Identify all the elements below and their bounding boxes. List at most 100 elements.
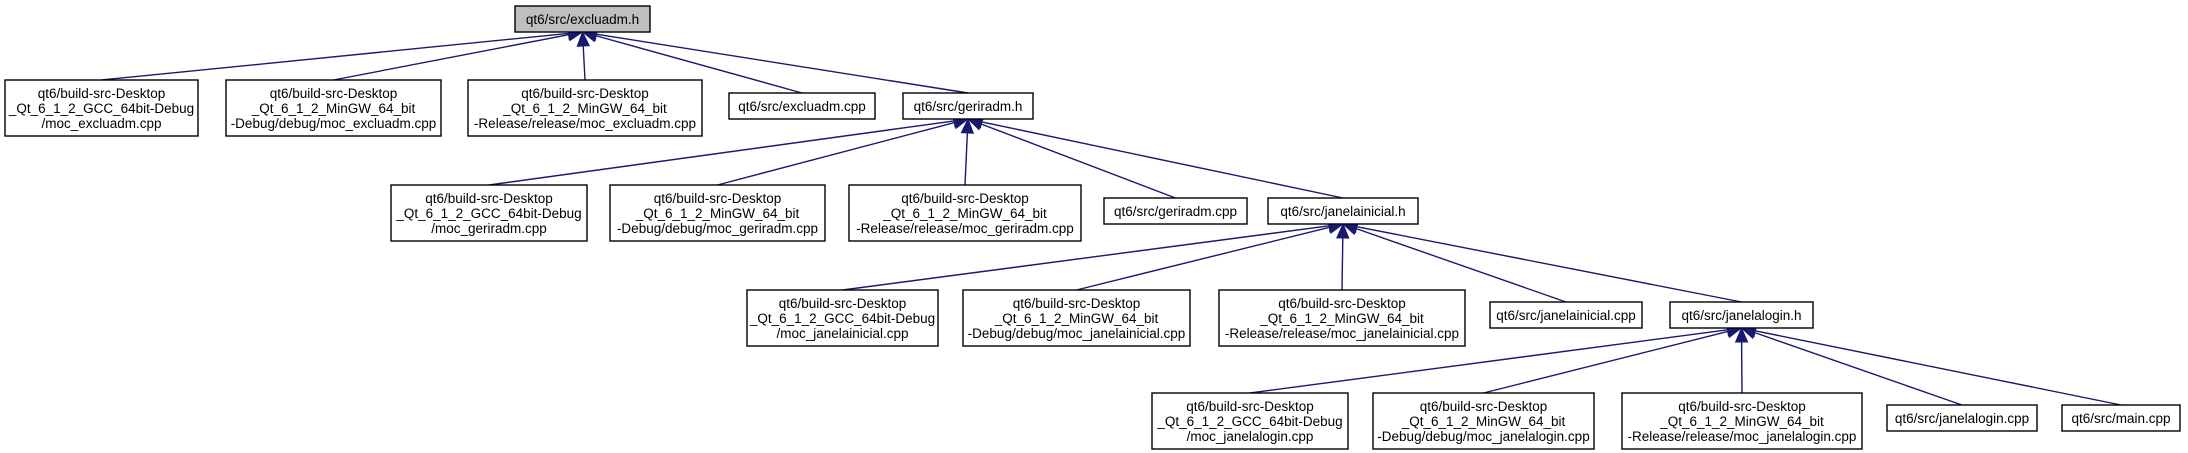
node-moc-excluadm-mingw-dbg[interactable]: qt6/build-src-Desktop_Qt_6_1_2_MinGW_64_… <box>225 79 442 137</box>
node-label-line: qt6/build-src-Desktop <box>1678 399 1806 414</box>
edges-layer <box>101 26 2122 406</box>
node-moc-excluadm-gcc[interactable]: qt6/build-src-Desktop_Qt_6_1_2_GCC_64bit… <box>4 79 199 137</box>
edge-janelainicial_cpp-to-janelainicial_h <box>1355 227 1567 303</box>
node-label-line: _Qt_6_1_2_MinGW_64_bit <box>502 101 667 116</box>
node-label-line: qt6/build-src-Desktop <box>521 86 649 101</box>
node-janelalogin-h[interactable]: qt6/src/janelalogin.h <box>1669 301 1814 329</box>
node-label-line: qt6/src/janelainicial.cpp <box>1496 308 1636 323</box>
edge-moc_geriradm_gcc-to-geriradm_h <box>488 120 955 186</box>
edge-moc_geriradm_mingw_dbg-to-geriradm_h <box>717 121 955 186</box>
node-excluadm-cpp[interactable]: qt6/src/excluadm.cpp <box>728 92 876 120</box>
node-label-line: qt6/build-src-Desktop <box>779 296 907 311</box>
node-geriradm-cpp[interactable]: qt6/src/geriradm.cpp <box>1103 197 1248 225</box>
node-moc-geriradm-gcc[interactable]: qt6/build-src-Desktop_Qt_6_1_2_GCC_64bit… <box>390 184 588 242</box>
node-box[interactable] <box>1218 289 1466 347</box>
node-box[interactable] <box>514 5 651 33</box>
node-box[interactable] <box>902 92 1034 120</box>
node-box[interactable] <box>4 79 199 137</box>
node-moc-excluadm-mingw-rel[interactable]: qt6/build-src-Desktop_Qt_6_1_2_MinGW_64_… <box>467 79 703 137</box>
node-box[interactable] <box>962 289 1191 347</box>
edge-moc_janelainicial_mingw_dbg-to-janelainicial_h <box>1076 226 1330 291</box>
node-label-line: _Qt_6_1_2_GCC_64bit-Debug <box>1156 414 1342 429</box>
node-moc-janelalogin-mingw-rel[interactable]: qt6/build-src-Desktop_Qt_6_1_2_MinGW_64_… <box>1621 392 1863 450</box>
edge-moc_excluadm_mingw_dbg-to-excluadm_h <box>333 33 569 81</box>
node-label-line: /moc_geriradm.cpp <box>431 221 547 236</box>
node-moc-janelainicial-gcc[interactable]: qt6/build-src-Desktop_Qt_6_1_2_GCC_64bit… <box>746 289 939 347</box>
edge-moc_janelalogin_mingw_dbg-to-janelalogin_h <box>1483 330 1729 394</box>
edge-main_cpp-to-janelalogin_h <box>1755 330 2122 406</box>
node-label-line: qt6/build-src-Desktop <box>1013 296 1141 311</box>
node-box[interactable] <box>1669 301 1814 329</box>
node-box[interactable] <box>1267 197 1419 225</box>
node-moc-janelalogin-mingw-dbg[interactable]: qt6/build-src-Desktop_Qt_6_1_2_MinGW_64_… <box>1372 392 1595 450</box>
node-label-line: qt6/build-src-Desktop <box>901 191 1029 206</box>
node-box[interactable] <box>225 79 442 137</box>
node-box[interactable] <box>1621 392 1863 450</box>
node-label-line: qt6/src/main.cpp <box>2071 411 2170 426</box>
node-janelainicial-h[interactable]: qt6/src/janelainicial.h <box>1267 197 1419 225</box>
node-label-line: qt6/src/geriradm.h <box>914 99 1023 114</box>
node-box[interactable] <box>1103 197 1248 225</box>
edge-geriradm_h-to-excluadm_h <box>596 33 969 94</box>
node-label-line: -Debug/debug/moc_geriradm.cpp <box>617 221 818 236</box>
node-label-line: qt6/src/excluadm.h <box>526 12 639 27</box>
node-label-line: qt6/build-src-Desktop <box>38 86 166 101</box>
nodes-layer: qt6/src/excluadm.hqt6/build-src-Desktop_… <box>4 5 2181 450</box>
node-moc-geriradm-mingw-rel[interactable]: qt6/build-src-Desktop_Qt_6_1_2_MinGW_64_… <box>848 184 1082 242</box>
node-label-line: _Qt_6_1_2_MinGW_64_bit <box>635 206 800 221</box>
node-label-line: -Release/release/moc_geriradm.cpp <box>856 221 1074 236</box>
arrowhead-moc_janelainicial_mingw_rel-to-janelainicial_h <box>1336 222 1350 239</box>
node-box[interactable] <box>1489 301 1643 329</box>
node-label-line: -Release/release/moc_janelalogin.cpp <box>1628 429 1857 444</box>
edge-moc_janelainicial_gcc-to-janelainicial_h <box>842 225 1330 291</box>
node-label-line: qt6/src/excluadm.cpp <box>738 99 866 114</box>
node-box[interactable] <box>609 184 826 242</box>
node-label-line: qt6/src/geriradm.cpp <box>1114 204 1237 219</box>
node-label-line: -Release/release/moc_excluadm.cpp <box>474 116 696 131</box>
node-label-line: _Qt_6_1_2_MinGW_64_bit <box>1259 311 1424 326</box>
node-moc-janelainicial-mingw-dbg[interactable]: qt6/build-src-Desktop_Qt_6_1_2_MinGW_64_… <box>962 289 1191 347</box>
node-label-line: /moc_janelalogin.cpp <box>1187 429 1314 444</box>
edge-geriradm_cpp-to-geriradm_h <box>980 123 1176 199</box>
node-moc-geriradm-mingw-dbg[interactable]: qt6/build-src-Desktop_Qt_6_1_2_MinGW_64_… <box>609 184 826 242</box>
node-label-line: _Qt_6_1_2_MinGW_64_bit <box>1401 414 1566 429</box>
node-janelainicial-cpp[interactable]: qt6/src/janelainicial.cpp <box>1489 301 1643 329</box>
edge-janelainicial_h-to-geriradm_h <box>981 121 1344 199</box>
node-box[interactable] <box>467 79 703 137</box>
node-label-line: qt6/build-src-Desktop <box>1278 296 1406 311</box>
node-box[interactable] <box>746 289 939 347</box>
node-label-line: -Debug/debug/moc_janelainicial.cpp <box>968 326 1186 341</box>
node-label-line: -Debug/debug/moc_excluadm.cpp <box>231 116 437 131</box>
node-label-line: qt6/build-src-Desktop <box>1420 399 1548 414</box>
node-label-line: /moc_excluadm.cpp <box>41 116 161 131</box>
node-box[interactable] <box>848 184 1082 242</box>
edge-moc_janelalogin_gcc-to-janelalogin_h <box>1249 329 1728 394</box>
node-label-line: _Qt_6_1_2_GCC_64bit-Debug <box>749 311 935 326</box>
node-box[interactable] <box>1372 392 1595 450</box>
edge-moc_geriradm_mingw_rel-to-geriradm_h <box>964 132 969 186</box>
node-moc-janelalogin-gcc[interactable]: qt6/build-src-Desktop_Qt_6_1_2_GCC_64bit… <box>1151 392 1349 450</box>
node-box[interactable] <box>2061 404 2181 432</box>
node-label-line: qt6/src/janelalogin.h <box>1681 308 1801 323</box>
node-geriradm-h[interactable]: qt6/src/geriradm.h <box>902 92 1034 120</box>
node-moc-janelainicial-mingw-rel[interactable]: qt6/build-src-Desktop_Qt_6_1_2_MinGW_64_… <box>1218 289 1466 347</box>
node-label-line: qt6/src/janelainicial.h <box>1280 204 1405 219</box>
node-label-line: qt6/build-src-Desktop <box>1186 399 1314 414</box>
node-main-cpp[interactable]: qt6/src/main.cpp <box>2061 404 2181 432</box>
node-label-line: _Qt_6_1_2_MinGW_64_bit <box>251 101 416 116</box>
node-label-line: _Qt_6_1_2_MinGW_64_bit <box>994 311 1159 326</box>
node-box[interactable] <box>1151 392 1349 450</box>
node-label-line: _Qt_6_1_2_MinGW_64_bit <box>1659 414 1824 429</box>
node-box[interactable] <box>390 184 588 242</box>
node-label-line: _Qt_6_1_2_GCC_64bit-Debug <box>8 101 194 116</box>
node-janelalogin-cpp[interactable]: qt6/src/janelalogin.cpp <box>1886 404 2038 432</box>
node-label-line: _Qt_6_1_2_MinGW_64_bit <box>882 206 1047 221</box>
node-box[interactable] <box>728 92 876 120</box>
edge-janelalogin_h-to-janelainicial_h <box>1356 226 1742 303</box>
arrowhead-moc_geriradm_mingw_rel-to-geriradm_h <box>960 117 975 134</box>
node-box[interactable] <box>1886 404 2038 432</box>
edge-moc_janelainicial_mingw_rel-to-janelainicial_h <box>1341 237 1344 291</box>
node-excluadm-h[interactable]: qt6/src/excluadm.h <box>514 5 651 33</box>
edge-excluadm_cpp-to-excluadm_h <box>595 35 803 94</box>
